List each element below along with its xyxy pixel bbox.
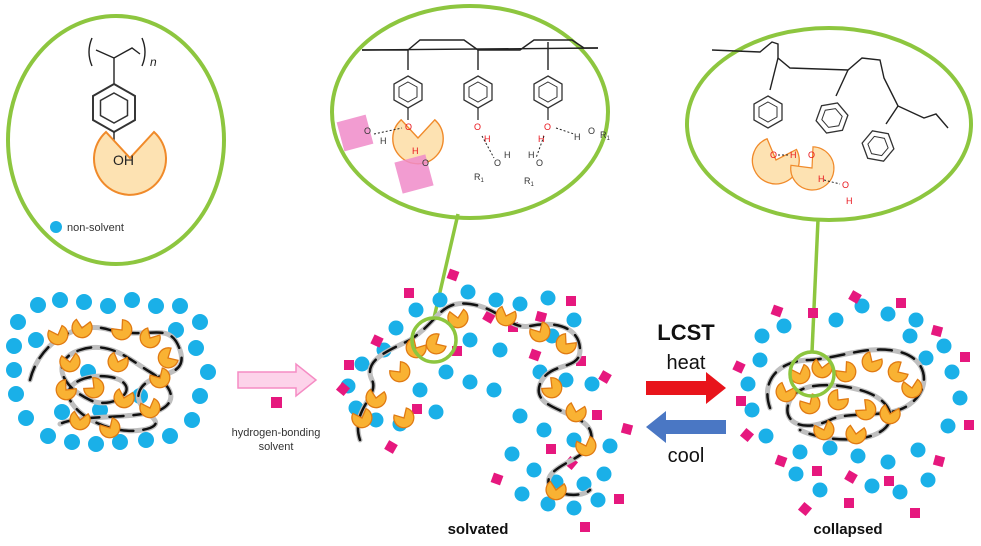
solvent-addition-arrow: hydrogen-bonding solvent (232, 362, 321, 453)
monomer-structure: n (88, 37, 157, 146)
solvated-label: solvated (448, 521, 509, 538)
lcst-transition: LCST heat cool (646, 320, 726, 467)
repeat-index: n (150, 55, 157, 69)
collapsed-label: collapsed (813, 521, 882, 538)
hb-solvent-label-2: solvent (259, 441, 294, 453)
solvent-patch (394, 154, 434, 194)
non-solvent-icon (50, 221, 62, 233)
oxygen-atom: O (544, 122, 551, 132)
hb-solvent-particles (335, 268, 634, 532)
hb-solvent-label-1: hydrogen-bonding (232, 427, 321, 439)
r1-group: R1 (524, 176, 535, 188)
oxygen-atom: O (474, 122, 481, 132)
solvated-zoom-circle: O O O H H H O H O O H O H O H R1 R1 R1 (330, 4, 611, 220)
r1-group: R1 (600, 130, 611, 142)
hb-solvent-particles (732, 290, 974, 518)
phenol-groups (772, 349, 925, 446)
hydrogen-atom: H (528, 150, 535, 160)
initial-state-blob (6, 292, 216, 452)
oxygen-atom: O (842, 180, 849, 190)
oxygen-atom: O (588, 126, 595, 136)
hydrogen-atom: H (484, 134, 491, 144)
heat-label: heat (667, 352, 706, 374)
monomer-zoom-circle: n OH non-solvent (6, 14, 226, 266)
hydrogen-atom: H (790, 150, 797, 160)
hydrogen-atom: H (574, 132, 581, 142)
hb-solvent-icon (271, 397, 282, 408)
hydrogen-atom: H (818, 174, 825, 184)
solvated-blob: solvated (335, 268, 634, 538)
collapsed-blob: collapsed (732, 290, 974, 538)
hydroxyl-label: OH (113, 152, 134, 168)
hydrogen-atom: H (380, 136, 387, 146)
hydrogen-atom: H (504, 150, 511, 160)
r1-group: R1 (474, 172, 485, 184)
oxygen-atom: O (422, 158, 429, 168)
oxygen-atom: O (494, 158, 501, 168)
oxygen-atom: O (405, 122, 412, 132)
lcst-label: LCST (657, 320, 715, 345)
cool-label: cool (668, 445, 705, 467)
zoom-connector (810, 219, 820, 353)
hydrogen-atom: H (846, 196, 853, 206)
heat-arrow (646, 372, 726, 404)
collapsed-zoom-circle: O H O H O H (685, 26, 973, 222)
cool-arrow (646, 411, 726, 443)
solvent-patch (336, 114, 374, 152)
non-solvent-label: non-solvent (67, 222, 124, 234)
collapsed-zoom-marker (788, 350, 836, 398)
hydrogen-atom: H (412, 146, 419, 156)
hydrogen-atom: H (538, 134, 545, 144)
non-solvent-particles (740, 298, 968, 500)
oxygen-atom: O (364, 126, 371, 136)
solvated-zoom-marker (410, 316, 458, 364)
oxygen-atom: O (770, 150, 777, 160)
oxygen-atom: O (536, 158, 543, 168)
oxygen-atom: O (808, 150, 815, 160)
